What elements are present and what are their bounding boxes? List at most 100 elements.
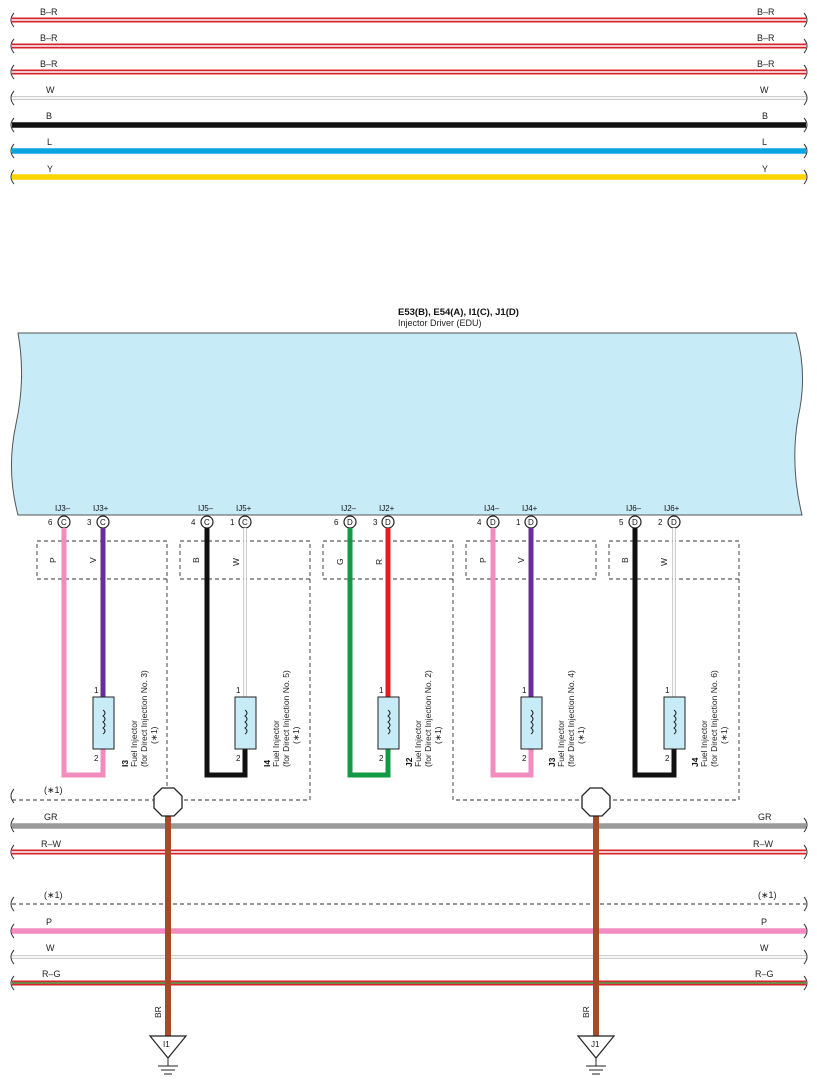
j4-pos-pin: 2	[658, 518, 663, 527]
bottom-bus-1-wire-1-label-right: R–W	[753, 839, 774, 849]
j2-pos-conn: D	[385, 518, 391, 527]
i4-coil-icon	[244, 709, 248, 735]
j2-neg-wire-label: G	[335, 558, 345, 565]
j3-neg-term: IJ4–	[484, 504, 500, 513]
top-wire-4: B B	[10, 111, 808, 133]
i3-desc: (for Direct Injection No. 3)	[139, 670, 149, 767]
ground-j1-code: J1	[591, 1040, 600, 1049]
i3-pos-wire-label: V	[88, 557, 98, 563]
i4-neg-wire-label: B	[191, 557, 201, 563]
j2-neg-term: IJ2–	[341, 504, 357, 513]
bottom-bus-2-note-left: (∗1)	[44, 890, 63, 900]
j3-pos-wire-label: V	[516, 557, 526, 563]
i4-code: I4	[262, 760, 272, 767]
j3-coil-icon	[530, 709, 534, 735]
top-wire-bus: B–R B–R B–R B–R B–R B–R W W	[10, 7, 808, 185]
i3-neg-term: IJ3–	[55, 504, 71, 513]
j3-neg-conn: D	[490, 518, 496, 527]
i3-pos-pin: 3	[87, 518, 92, 527]
edu-connectors-label: E53(B), E54(A), I1(C), J1(D)	[398, 307, 519, 318]
i4-neg-term: IJ5–	[198, 504, 214, 513]
ground-i1-wire-label: BR	[153, 1006, 163, 1018]
j3-neg-pin: 4	[477, 518, 482, 527]
top-wire-2: B–R B–R	[10, 59, 808, 80]
j3-pos-conn: D	[528, 518, 534, 527]
top-wire-2-label-left: B–R	[40, 59, 58, 69]
j3-neg-wire	[490, 528, 534, 778]
i3-code: I3	[120, 760, 130, 767]
j4-desc: (for Direct Injection No. 6)	[709, 670, 719, 767]
bottom-bus-1-wire-1-label-left: R–W	[41, 839, 62, 849]
j4-neg-conn: D	[632, 518, 638, 527]
injector-group-j4: IJ6– IJ6+ 5 D 2 D B W 1 2 J4 Fuel Inject…	[608, 504, 740, 778]
i3-note: (∗1)	[149, 726, 159, 744]
bottom-bus-2-note-right: (∗1)	[758, 890, 777, 900]
top-wire-0-label-right: B–R	[757, 7, 775, 17]
j3-desc: (for Direct Injection No. 4)	[566, 670, 576, 767]
i4-pos-conn: C	[242, 518, 248, 527]
j4-pin1: 1	[665, 686, 670, 695]
i3-neg-wire-label: P	[48, 557, 58, 563]
injector-driver-edu: E53(B), E54(A), I1(C), J1(D) Injector Dr…	[11, 307, 803, 516]
j4-pos-conn: D	[671, 518, 677, 527]
ground-j1-wire-label: BR	[581, 1006, 591, 1018]
j2-neg-pin: 6	[334, 518, 339, 527]
j3-name: Fuel Injector	[556, 720, 566, 767]
bottom-bus-2-wire-0-label-left: P	[46, 917, 52, 927]
bottom-bus-2-wire-1: W W	[10, 943, 808, 965]
j3-code: J3	[547, 757, 557, 767]
i3-pin1: 1	[94, 686, 99, 695]
j3-note: (∗1)	[576, 726, 586, 744]
j2-pos-wire-label: R	[374, 559, 384, 565]
top-wire-3: W W	[10, 85, 808, 106]
shield-drain-lines	[12, 579, 740, 801]
ground-i1-splice	[153, 787, 183, 817]
i4-pin1: 1	[236, 686, 241, 695]
ground-i1-symbol	[148, 1035, 188, 1059]
bottom-bus-2-wire-0: P P	[10, 917, 808, 939]
top-wire-1-label-right: B–R	[757, 33, 775, 43]
bottom-bus-2-wire-0-label-right: P	[761, 917, 767, 927]
j2-neg-conn: D	[347, 518, 353, 527]
top-wire-5: L L	[10, 137, 808, 159]
ground-i1-code: I1	[163, 1040, 170, 1049]
bottom-bus-1-note: (∗1)	[44, 785, 63, 795]
edu-name-label: Injector Driver (EDU)	[398, 318, 482, 328]
j3-pin1: 1	[522, 686, 527, 695]
ground-j1-symbol	[576, 1035, 616, 1059]
top-wire-2-label-right: B–R	[757, 59, 775, 69]
i3-neg-wire	[61, 528, 106, 778]
i4-desc: (for Direct Injection No. 5)	[281, 670, 291, 767]
bottom-bus-1-wire-0: GR GR	[10, 812, 808, 833]
top-wire-3-label-left: W	[46, 85, 55, 95]
i3-pos-conn: C	[100, 518, 106, 527]
i3-name: Fuel Injector	[129, 720, 139, 767]
j3-pin2: 2	[522, 754, 527, 763]
i4-note: (∗1)	[291, 726, 301, 744]
bottom-bus-1-wire-0-label-right: GR	[758, 812, 772, 822]
ground-i1: BR I1	[148, 787, 188, 1075]
bottom-bus-2-wire-2-label-left: R–G	[42, 969, 61, 979]
injector-group-i3: IJ3– IJ3+ 6 C 3 C P V 1 2 I3 Fuel Inject…	[36, 504, 168, 778]
i4-pos-term: IJ5+	[236, 504, 252, 513]
j4-code: J4	[690, 757, 700, 767]
bottom-bus-2-wire-1-label-left: W	[46, 943, 55, 953]
i4-name: Fuel Injector	[271, 720, 281, 767]
j4-pos-wire-label: W	[659, 558, 669, 566]
j2-note: (∗1)	[433, 726, 443, 744]
i4-neg-conn: C	[204, 518, 210, 527]
i3-coil-icon	[102, 709, 106, 735]
j4-neg-wire-label: B	[620, 557, 630, 563]
i4-pin2: 2	[236, 754, 241, 763]
j2-neg-wire	[347, 528, 391, 778]
j2-pin1: 1	[379, 686, 384, 695]
injector-group-j3: IJ4– IJ4+ 4 D 1 D P V 1 2 J3 Fuel Inject…	[465, 504, 597, 778]
i3-pos-term: IJ3+	[93, 504, 109, 513]
top-wire-1: B–R B–R	[10, 33, 808, 54]
j4-coil-icon	[673, 709, 677, 735]
i4-pos-wire-label: W	[231, 558, 241, 566]
j4-note: (∗1)	[719, 726, 729, 744]
top-wire-5-label-right: L	[762, 137, 767, 147]
ground-j1: BR J1	[576, 787, 616, 1075]
top-wire-6: Y Y	[10, 164, 808, 185]
